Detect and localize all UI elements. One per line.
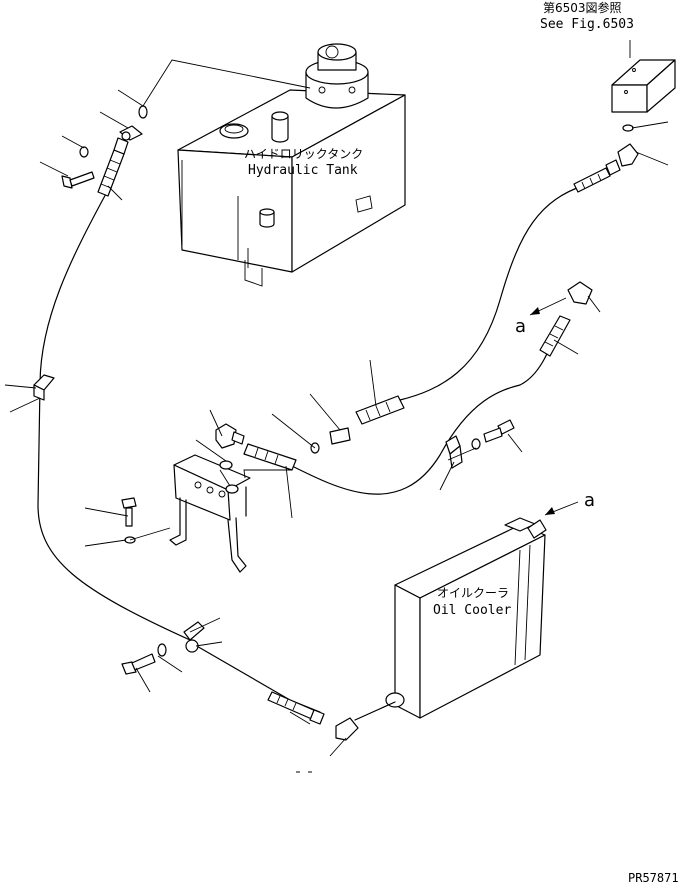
- clamp-middle: [445, 435, 463, 469]
- bracket-elbow: [215, 423, 245, 494]
- view-arrow-lower: a: [544, 490, 595, 516]
- elbow-fitting-tank: [119, 125, 143, 141]
- oil-cooler: オイルクーラ Oil Cooler: [385, 517, 547, 719]
- bolt-lower: [121, 643, 167, 675]
- hydraulic-tank-label-jp: ハイドロリックタンク: [244, 147, 363, 161]
- mounting-bracket: [169, 454, 251, 573]
- leader-lines: [4, 59, 669, 757]
- filter-housing: [305, 43, 369, 109]
- clamp-left: [33, 374, 55, 401]
- oil-cooler-label-en: Oil Cooler: [433, 603, 511, 618]
- view-arrow-upper: a: [515, 297, 567, 337]
- elbow-fitting-cooler: [335, 717, 359, 741]
- bolt-bracket: [121, 497, 137, 544]
- o-ring-tank: [138, 105, 148, 119]
- oil-cooler-label-jp: オイルクーラ: [437, 586, 509, 600]
- elbow-fitting-a: [567, 281, 593, 305]
- reference-label-jp: 第6503図参照: [543, 0, 622, 15]
- hose-end-upper-middle: [355, 395, 405, 425]
- view-mark-lower: a: [584, 490, 595, 511]
- bolt-upper-left: [61, 146, 95, 189]
- hose-end-a: [539, 315, 571, 357]
- hose-end-upper-right: [573, 159, 621, 193]
- hydraulic-tank: ハイドロリックタンク Hydraulic Tank: [177, 43, 406, 287]
- view-mark-upper: a: [515, 316, 526, 337]
- drawing-number: PR57871: [628, 871, 679, 885]
- union-fitting: [310, 427, 351, 454]
- hose-end-lower: [267, 691, 325, 725]
- reference-label-en: See Fig.6503: [540, 17, 634, 32]
- fittings: [33, 105, 639, 741]
- bolt-middle-right: [471, 419, 515, 450]
- hose-end-upper-left: [97, 137, 129, 197]
- reference-block: 第6503図参照 See Fig.6503: [540, 0, 676, 113]
- hose-end-middle: [243, 443, 297, 471]
- elbow-fitting-reference: [617, 124, 639, 167]
- hydraulic-tank-label-en: Hydraulic Tank: [248, 163, 358, 178]
